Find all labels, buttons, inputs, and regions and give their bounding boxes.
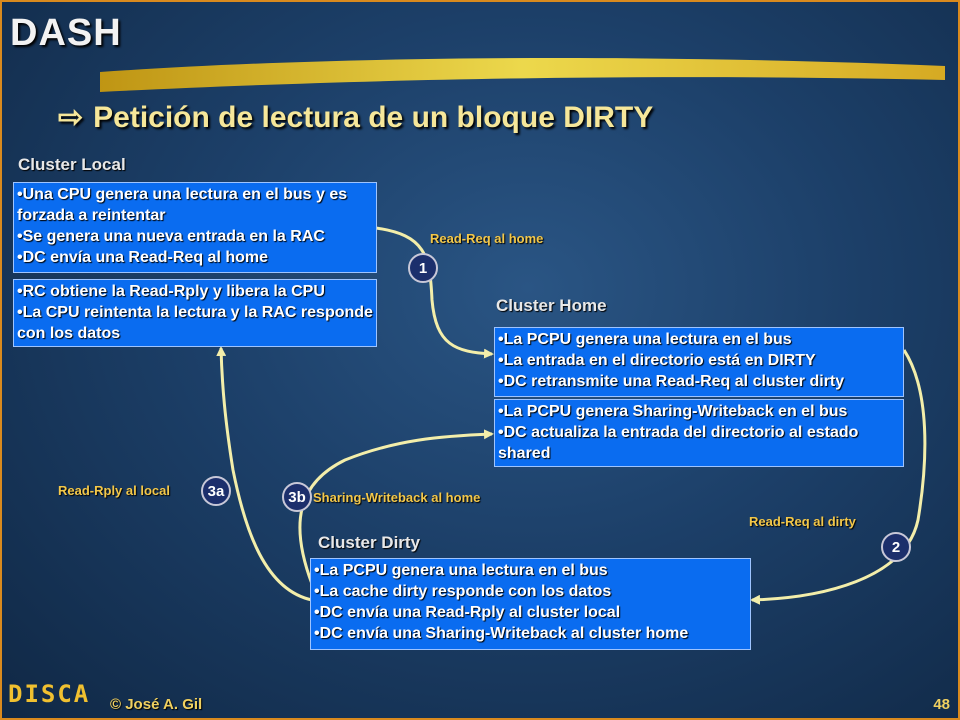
cluster-dirty-label: Cluster Dirty [318, 533, 421, 552]
slide-title: DASH [10, 12, 122, 54]
dirty-box: La PCPU genera una lectura en el bus La … [310, 558, 751, 650]
edge-label-sharing-writeback-home: Sharing-Writeback al home [313, 490, 481, 505]
arrow-read-req-dirty [750, 349, 927, 605]
list-item: La cache dirty responde con los datos [314, 581, 747, 602]
edge-label-read-req-home: Read-Req al home [430, 231, 544, 246]
page-number: 48 [933, 696, 950, 713]
list-item: DC retransmite una Read-Req al cluster d… [498, 371, 900, 392]
list-item: Una CPU genera una lectura en el bus y e… [17, 184, 373, 226]
arrow-sharing-writeback-home [298, 429, 494, 585]
list-item: DC envía una Sharing-Writeback al cluste… [314, 623, 747, 644]
right-arrow-icon: ⇨ [58, 101, 84, 134]
step-badge-1: 1 [408, 253, 438, 283]
local-request-box: Una CPU genera una lectura en el bus y e… [13, 182, 377, 273]
arrow-read-req-home [375, 226, 494, 359]
step-badge-3b: 3b [282, 482, 312, 512]
list-item: DC envía una Read-Rply al cluster local [314, 602, 747, 623]
list-item: La PCPU genera una lectura en el bus [498, 329, 900, 350]
cluster-home-label: Cluster Home [496, 296, 607, 315]
list-item: La PCPU genera Sharing-Writeback en el b… [498, 401, 900, 422]
subtitle-text: Petición de lectura de un bloque DIRTY [93, 101, 654, 134]
cluster-local-label: Cluster Local [18, 155, 126, 174]
list-item: La PCPU genera una lectura en el bus [314, 560, 747, 581]
list-item: La entrada en el directorio está en DIRT… [498, 350, 900, 371]
title-underline-stroke [100, 58, 945, 92]
arrow-read-rply-local [216, 346, 313, 602]
local-reply-box: RC obtiene la Read-Rply y libera la CPU … [13, 279, 377, 347]
edge-label-read-req-dirty: Read-Req al dirty [749, 514, 856, 529]
list-item: DC envía una Read-Req al home [17, 247, 373, 268]
slide-subtitle: ⇨ Petición de lectura de un bloque DIRTY [58, 100, 653, 135]
author-credit: © José A. Gil [110, 696, 203, 713]
list-item: La CPU reintenta la lectura y la RAC res… [17, 302, 373, 344]
step-badge-3a: 3a [201, 476, 231, 506]
list-item: Se genera una nueva entrada en la RAC [17, 226, 373, 247]
list-item: RC obtiene la Read-Rply y libera la CPU [17, 281, 373, 302]
list-item: DC actualiza la entrada del directorio a… [498, 422, 900, 464]
home-request-box: La PCPU genera una lectura en el bus La … [494, 327, 904, 397]
disca-logo: DISCA [8, 680, 91, 708]
step-badge-2: 2 [881, 532, 911, 562]
edge-label-read-rply-local: Read-Rply al local [58, 483, 170, 498]
home-writeback-box: La PCPU genera Sharing-Writeback en el b… [494, 399, 904, 467]
